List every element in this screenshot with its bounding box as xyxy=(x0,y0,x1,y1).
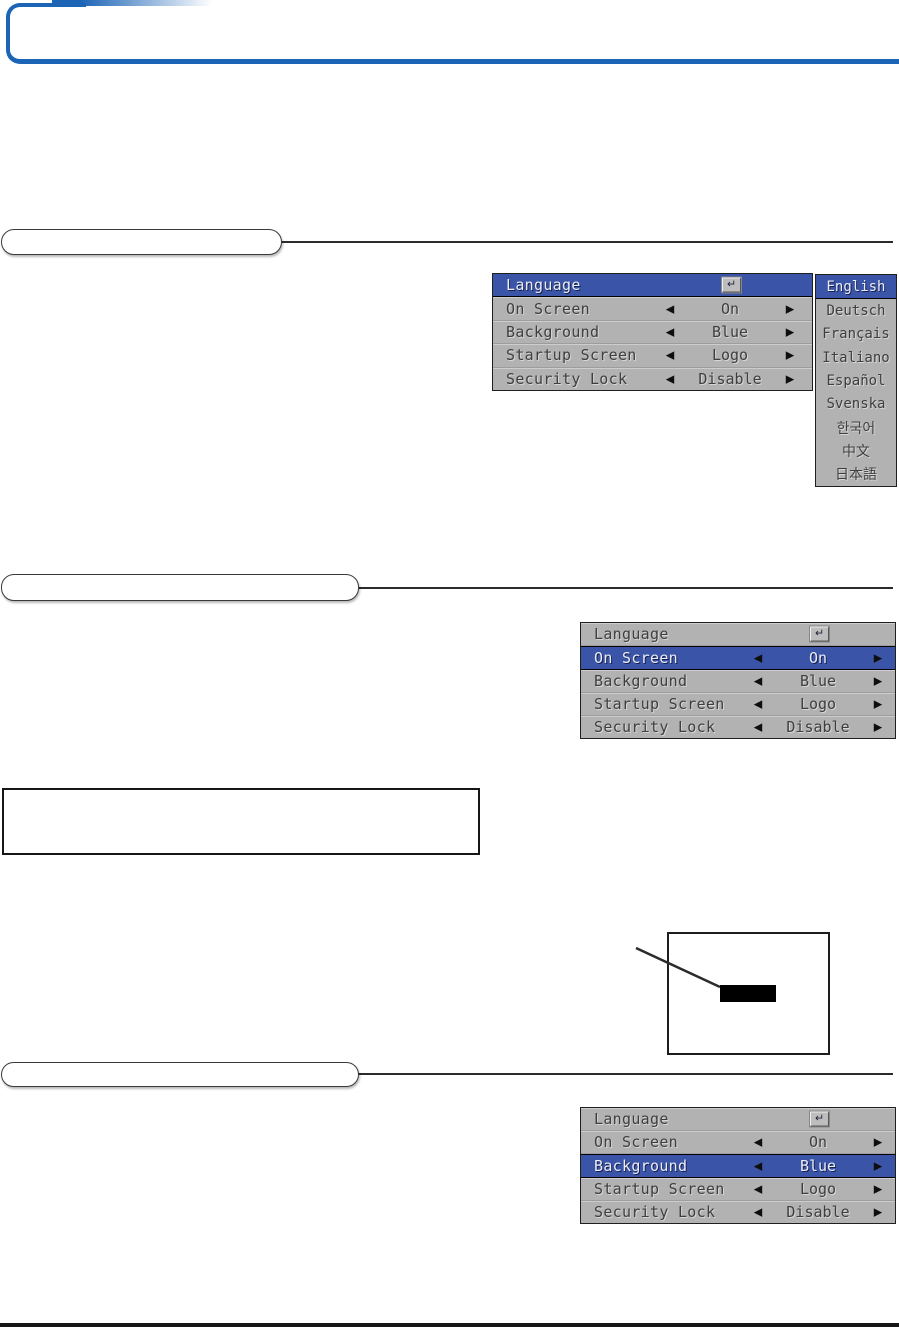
section-heading-pill-3 xyxy=(1,1062,359,1087)
arrow-right-icon[interactable]: ▶ xyxy=(873,1182,883,1196)
osd-row-value: On xyxy=(720,299,740,318)
osd-row-label: Security Lock xyxy=(594,1203,716,1221)
page-bottom-rule xyxy=(0,1323,899,1327)
osd-row-value: On xyxy=(808,1133,828,1151)
screen-figure-box xyxy=(667,932,830,1055)
osd-row-label: Background xyxy=(594,672,688,690)
language-option-espanol[interactable]: Español xyxy=(826,372,886,389)
language-dropdown-list: English Deutsch Français Italiano Españo… xyxy=(815,274,897,487)
osd-row-label: On Screen xyxy=(506,299,590,318)
osd-row-on-screen[interactable]: On Screen ◀ On ▶ xyxy=(493,297,812,321)
arrow-left-icon[interactable]: ◀ xyxy=(753,674,763,688)
osd-row-label: Language xyxy=(594,625,669,643)
osd-row-label: Background xyxy=(506,323,600,342)
osd-row-value: Logo xyxy=(711,346,749,365)
osd-row-language[interactable]: Language ↵ xyxy=(493,274,812,298)
arrow-right-icon[interactable]: ▶ xyxy=(785,325,795,339)
arrow-left-icon[interactable]: ◀ xyxy=(665,348,675,362)
language-option-svenska[interactable]: Svenska xyxy=(826,396,886,413)
arrow-left-icon[interactable]: ◀ xyxy=(753,697,763,711)
section-rule-2 xyxy=(356,587,893,589)
language-option-deutsch[interactable]: Deutsch xyxy=(826,302,886,319)
osd-row-startup-screen[interactable]: Startup Screen ◀ Logo ▶ xyxy=(581,693,895,716)
osd-row-value: Disable xyxy=(786,718,850,736)
arrow-left-icon[interactable]: ◀ xyxy=(665,302,675,316)
osd-row-on-screen[interactable]: On Screen ◀ On ▶ xyxy=(581,646,895,670)
osd-row-value: Blue xyxy=(799,672,837,690)
arrow-left-icon[interactable]: ◀ xyxy=(753,1135,763,1149)
arrow-right-icon[interactable]: ▶ xyxy=(785,348,795,362)
arrow-right-icon[interactable]: ▶ xyxy=(873,1135,883,1149)
arrow-right-icon[interactable]: ▶ xyxy=(785,302,795,316)
osd-row-background[interactable]: Background ◀ Blue ▶ xyxy=(493,321,812,345)
black-bar-figure xyxy=(720,985,776,1002)
osd-row-startup-screen[interactable]: Startup Screen ◀ Logo ▶ xyxy=(493,344,812,368)
osd-row-label: Security Lock xyxy=(594,718,716,736)
language-option-japanese[interactable]: 日本語 xyxy=(835,467,877,484)
arrow-left-icon[interactable]: ◀ xyxy=(753,720,763,734)
section-heading-pill-1 xyxy=(1,229,282,255)
arrow-left-icon[interactable]: ◀ xyxy=(753,1159,763,1173)
arrow-right-icon[interactable]: ▶ xyxy=(873,1205,883,1219)
arrow-right-icon[interactable]: ▶ xyxy=(873,651,883,665)
osd-row-value: Blue xyxy=(799,1157,837,1175)
osd-row-label: On Screen xyxy=(594,649,678,667)
osd-row-value: On xyxy=(808,649,828,667)
arrow-left-icon[interactable]: ◀ xyxy=(665,372,675,386)
arrow-left-icon[interactable]: ◀ xyxy=(753,1182,763,1196)
osd-row-value: Disable xyxy=(698,369,762,388)
osd-row-value: Disable xyxy=(786,1203,850,1221)
osd-row-label: On Screen xyxy=(594,1133,678,1151)
enter-icon[interactable]: ↵ xyxy=(810,626,829,642)
osd-row-language[interactable]: Language ↵ xyxy=(581,1108,895,1131)
osd-row-startup-screen[interactable]: Startup Screen ◀ Logo ▶ xyxy=(581,1178,895,1201)
language-option-italiano[interactable]: Italiano xyxy=(822,349,890,366)
language-option-chinese[interactable]: 中文 xyxy=(842,443,870,460)
osd-menu-language-selected: Language ↵ On Screen ◀ On ▶ Background ◀… xyxy=(492,273,813,391)
osd-row-security-lock[interactable]: Security Lock ◀ Disable ▶ xyxy=(581,1201,895,1223)
arrow-left-icon[interactable]: ◀ xyxy=(753,1205,763,1219)
osd-row-background[interactable]: Background ◀ Blue ▶ xyxy=(581,670,895,693)
arrow-right-icon[interactable]: ▶ xyxy=(873,720,883,734)
enter-icon[interactable]: ↵ xyxy=(722,277,741,293)
section-rule-1 xyxy=(280,241,893,243)
note-box xyxy=(2,788,480,855)
osd-menu-background-selected: Language ↵ On Screen ◀ On ▶ Background ◀… xyxy=(580,1107,896,1224)
osd-row-label: Language xyxy=(506,276,581,295)
chapter-header-gradient-bar xyxy=(52,0,212,6)
arrow-left-icon[interactable]: ◀ xyxy=(665,325,675,339)
osd-row-security-lock[interactable]: Security Lock ◀ Disable ▶ xyxy=(493,368,812,390)
arrow-right-icon[interactable]: ▶ xyxy=(873,1159,883,1173)
language-option-francais[interactable]: Français xyxy=(822,326,890,343)
osd-row-on-screen[interactable]: On Screen ◀ On ▶ xyxy=(581,1131,895,1154)
enter-icon[interactable]: ↵ xyxy=(810,1111,829,1127)
osd-row-value: Logo xyxy=(799,1180,837,1198)
osd-row-label: Background xyxy=(594,1157,688,1175)
osd-row-background[interactable]: Background ◀ Blue ▶ xyxy=(581,1154,895,1178)
language-option-english[interactable]: English xyxy=(816,275,896,300)
osd-row-value: Blue xyxy=(711,323,749,342)
chapter-header-underline xyxy=(80,59,899,64)
osd-row-label: Startup Screen xyxy=(506,346,637,365)
osd-menu-on-screen-selected: Language ↵ On Screen ◀ On ▶ Background ◀… xyxy=(580,622,896,739)
arrow-right-icon[interactable]: ▶ xyxy=(873,697,883,711)
section-rule-3 xyxy=(356,1073,893,1075)
osd-row-language[interactable]: Language ↵ xyxy=(581,623,895,646)
chapter-header-box xyxy=(6,3,86,64)
arrow-right-icon[interactable]: ▶ xyxy=(873,674,883,688)
callout-line xyxy=(635,946,721,989)
language-option-korean[interactable]: 한국어 xyxy=(836,420,876,437)
osd-row-label: Startup Screen xyxy=(594,1180,725,1198)
arrow-left-icon[interactable]: ◀ xyxy=(753,651,763,665)
osd-row-security-lock[interactable]: Security Lock ◀ Disable ▶ xyxy=(581,716,895,738)
osd-row-value: Logo xyxy=(799,695,837,713)
osd-row-label: Security Lock xyxy=(506,369,628,388)
osd-row-label: Startup Screen xyxy=(594,695,725,713)
arrow-right-icon[interactable]: ▶ xyxy=(785,372,795,386)
section-heading-pill-2 xyxy=(1,574,359,601)
osd-row-label: Language xyxy=(594,1110,669,1128)
